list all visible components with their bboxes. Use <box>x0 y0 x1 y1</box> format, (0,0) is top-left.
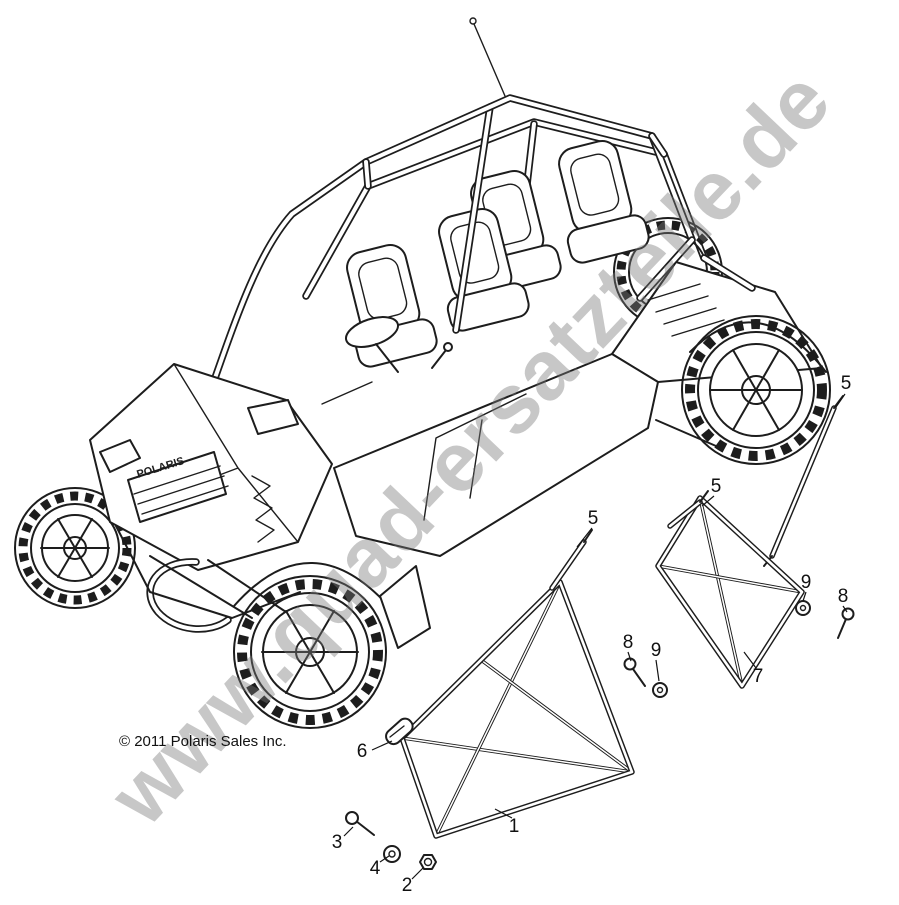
rear-right-wheel <box>681 315 831 465</box>
callout-2: 2 <box>401 875 413 896</box>
latch-rod-5c <box>552 529 593 588</box>
callout-5a: 5 <box>840 373 852 394</box>
rear-fender <box>689 321 827 373</box>
rear-suspension-arm <box>655 419 717 447</box>
hood: POLARIS <box>89 363 333 571</box>
callout-3: 3 <box>331 832 343 853</box>
washer-9a <box>795 600 811 616</box>
callout-6: 6 <box>356 741 368 762</box>
front-bumper <box>115 525 301 629</box>
callout-1: 1 <box>508 816 520 837</box>
steering-wheel <box>345 316 399 373</box>
washer-4 <box>383 845 401 863</box>
seat-front-far <box>438 207 530 332</box>
callout-9b: 9 <box>650 640 662 661</box>
callout-5c: 5 <box>587 508 599 529</box>
callout-9a: 9 <box>800 572 812 593</box>
shifter <box>431 342 453 369</box>
callout-4: 4 <box>369 858 381 879</box>
copyright-text: © 2011 Polaris Sales Inc. <box>119 733 287 750</box>
seat-rear-far <box>558 139 650 264</box>
callout-5b: 5 <box>710 476 722 497</box>
clamp-6 <box>385 717 414 746</box>
front-suspension <box>149 475 287 619</box>
callout-7: 7 <box>752 666 764 687</box>
bolt-8b <box>623 657 646 687</box>
mud-flap <box>379 565 431 649</box>
side-net-panel-1 <box>402 582 632 836</box>
callout-8b: 8 <box>622 632 634 653</box>
front-left-wheel <box>233 575 387 729</box>
front-fender <box>233 562 393 611</box>
side-net-panel-7 <box>658 498 802 686</box>
callout-8a: 8 <box>837 586 849 607</box>
washer-9b <box>652 682 668 698</box>
nut-2 <box>419 854 437 870</box>
dash-line <box>321 381 373 405</box>
callout-leader-lines <box>343 393 848 880</box>
seat-front-near <box>346 243 438 368</box>
bolt-8a <box>837 607 855 639</box>
latch-rod-5b <box>670 490 709 526</box>
far-left-wheel <box>14 487 136 609</box>
side-rocker-panel <box>333 353 659 557</box>
bolt-3 <box>345 811 375 836</box>
roll-cage-near <box>208 17 752 398</box>
